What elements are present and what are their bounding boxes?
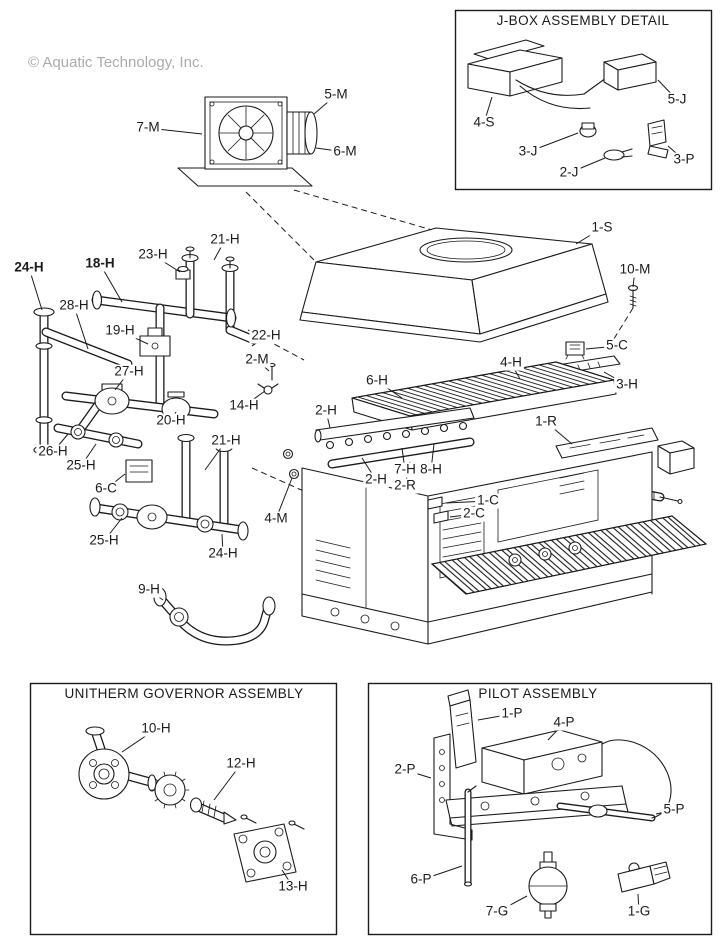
part-label-2-r: 2-R [392, 477, 418, 494]
part-label-2-m: 2-M [243, 351, 271, 368]
valve-25h [136, 504, 168, 530]
part-label-21-h: 21-H [209, 432, 243, 449]
part-label-3-h: 3-H [614, 376, 640, 393]
part-label-7-g: 7-G [483, 903, 511, 920]
part-label-1-c: 1-C [475, 492, 501, 509]
part-label-13-h: 13-H [276, 878, 310, 895]
unitherm-governor [78, 726, 305, 883]
part-label-2-h: 2-H [313, 402, 339, 419]
left-plumbing [33, 246, 300, 646]
part-label-2-h: 2-H [363, 471, 389, 488]
part-label-8-h: 8-H [418, 461, 444, 478]
part-label-25-h: 25-H [87, 532, 121, 549]
burner-manifold [314, 407, 475, 469]
part-label-1-r: 1-R [533, 413, 559, 430]
part-label-5-p: 5-P [661, 801, 687, 818]
part-label-20-h: 20-H [154, 412, 188, 429]
part-label-9-h: 9-H [136, 581, 162, 598]
part-label-6-p: 6-P [408, 871, 434, 888]
part-label-26-h: 26-H [36, 443, 70, 460]
pilot-panel-title: PILOT ASSEMBLY [472, 686, 604, 701]
valve-27h [94, 387, 130, 415]
part-label-27-h: 27-H [112, 363, 146, 380]
part-label-3-j: 3-J [516, 143, 540, 160]
part-label-28-h: 28-H [57, 297, 91, 314]
cartridge-12h [223, 811, 237, 825]
part-label-24-h: 24-H [12, 259, 46, 276]
part-label-5-j: 5-J [665, 91, 689, 108]
part-label-4-h: 4-H [498, 354, 524, 371]
part-label-3-p: 3-P [671, 151, 697, 168]
part-label-5-c: 5-C [604, 337, 630, 354]
device-6c [125, 459, 153, 483]
part-label-10-m: 10-M [617, 261, 653, 278]
jbox-detail [467, 39, 669, 161]
part-label-2-c: 2-C [461, 505, 487, 522]
part-label-6-h: 6-H [364, 372, 390, 389]
part-label-1-g: 1-G [625, 903, 653, 920]
part-label-22-h: 22-H [249, 327, 283, 344]
part-label-2-p: 2-P [392, 761, 418, 778]
part-label-1-p: 1-P [499, 705, 525, 722]
clip-14h [263, 385, 273, 395]
pilot-panel-border [367, 682, 713, 936]
watermark: © Aquatic Technology, Inc. [28, 54, 204, 71]
part-label-4-p: 4-P [551, 714, 577, 731]
part-label-12-h: 12-H [224, 755, 258, 772]
part-label-4-m: 4-M [262, 510, 290, 527]
part-label-19-h: 19-H [103, 322, 137, 339]
jbox-igniter [603, 149, 625, 161]
part-label-2-j: 2-J [557, 164, 581, 181]
part-label-4-s: 4-S [471, 114, 497, 131]
part-label-6-m: 6-M [331, 143, 359, 160]
part-label-1-s: 1-S [589, 219, 615, 236]
part-label-7-m: 7-M [134, 119, 162, 136]
clip-2c [433, 510, 449, 524]
pilot-assembly-detail [433, 689, 672, 919]
part-label-5-m: 5-M [322, 86, 350, 103]
burner-tray [430, 515, 708, 595]
jbox-panel-title: J-BOX ASSEMBLY DETAIL [490, 13, 676, 28]
part-label-6-c: 6-C [93, 480, 119, 497]
blower-assembly [177, 96, 318, 187]
rear-panel-1r [555, 427, 659, 459]
unitherm-panel-title: UNITHERM GOVERNOR ASSEMBLY [58, 686, 310, 701]
part-label-18-h: 18-H [83, 255, 117, 272]
part-label-14-h: 14-H [227, 397, 261, 414]
channel-2p [433, 733, 473, 841]
part-label-25-h: 25-H [64, 457, 98, 474]
jbox-panel-border [454, 9, 713, 191]
part-label-23-h: 23-H [136, 246, 170, 263]
pilot-bracket-1p [449, 699, 477, 769]
part-label-24-h: 24-H [206, 545, 240, 562]
heater-hood [299, 227, 609, 343]
clip-1c [427, 496, 443, 510]
part-label-7-h: 7-H [392, 461, 418, 478]
part-label-10-h: 10-H [139, 720, 173, 737]
part-label-21-h: 21-H [208, 231, 242, 248]
unitherm-panel-border [29, 682, 338, 936]
